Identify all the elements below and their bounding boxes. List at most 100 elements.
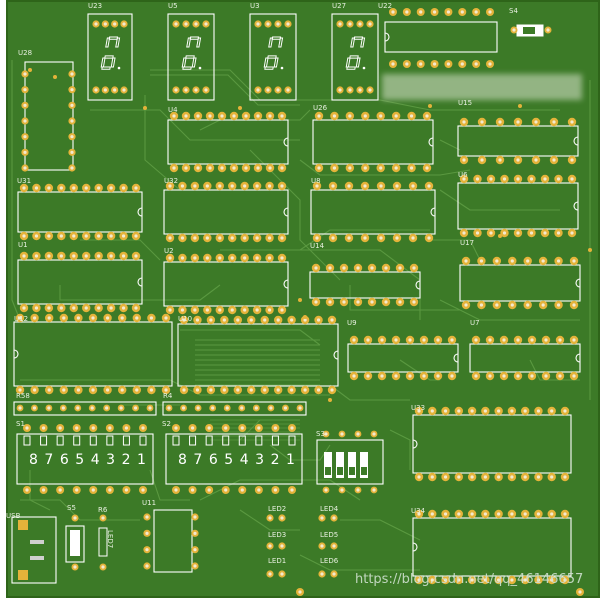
pad-hole <box>18 406 22 410</box>
dip-actuator <box>238 435 246 446</box>
pad-hole <box>209 388 213 392</box>
pad-hole <box>450 374 454 378</box>
pad-hole <box>366 374 370 378</box>
pad-hole <box>495 303 499 307</box>
pad-hole <box>497 409 501 413</box>
pad-hole <box>332 166 337 170</box>
pad-hole <box>394 338 398 342</box>
pad-hole <box>70 88 74 92</box>
pad-hole <box>370 266 374 270</box>
pad-hole <box>316 388 321 392</box>
pad-hole <box>47 254 51 258</box>
usb-pad <box>18 570 28 580</box>
display-segment <box>182 66 192 70</box>
dip-number: 4 <box>90 452 100 468</box>
pad-hole <box>552 158 556 162</box>
pad-hole <box>379 236 383 240</box>
pad-hole <box>256 88 260 92</box>
pad-hole <box>84 306 88 310</box>
pad-hole <box>119 406 123 410</box>
trace <box>150 69 560 111</box>
pad-hole <box>563 475 567 479</box>
pad-hole <box>280 308 284 312</box>
pad-hole <box>570 120 574 124</box>
pad-hole <box>280 184 284 188</box>
label-s1: S1 <box>16 420 25 428</box>
pad-hole <box>395 236 399 240</box>
pad-hole <box>409 114 414 118</box>
pad-hole <box>363 114 367 118</box>
label-u33: U33 <box>411 404 426 412</box>
pad-hole <box>474 62 478 66</box>
label-u3: U3 <box>250 2 260 10</box>
display-segment <box>100 57 106 68</box>
pad-hole <box>168 184 172 188</box>
pad-hole <box>23 119 27 123</box>
pad-hole <box>516 177 520 181</box>
label-u11: U11 <box>142 499 157 507</box>
pad-hole <box>534 120 538 124</box>
pad-hole <box>58 488 62 492</box>
label-u7: U7 <box>470 319 480 327</box>
usb-outline <box>11 516 57 584</box>
dip-number: 7 <box>44 452 54 468</box>
pad-hole <box>122 88 126 92</box>
trace <box>59 284 221 301</box>
ic-outline <box>347 343 459 373</box>
ic-outline <box>167 119 289 165</box>
dip-actuator <box>56 435 64 446</box>
pad-hole <box>516 374 520 378</box>
pad-hole <box>314 300 318 304</box>
pad-hole <box>391 62 395 66</box>
trace <box>80 239 161 261</box>
via <box>303 315 307 319</box>
pad-hole <box>184 22 188 26</box>
pad-hole <box>348 166 352 170</box>
pad-hole <box>536 578 541 582</box>
dip-number: 5 <box>75 452 85 468</box>
pin1-notch <box>137 207 143 217</box>
pad-hole <box>135 388 139 392</box>
pad-hole <box>72 306 76 310</box>
pad-hole <box>502 338 506 342</box>
trace <box>20 499 140 521</box>
pad-hole <box>570 231 574 235</box>
dip-actuator <box>73 435 81 446</box>
pad-hole <box>113 88 117 92</box>
dip-actuator <box>172 435 180 446</box>
pad-hole <box>268 114 272 118</box>
pad-hole <box>205 184 209 188</box>
pad-hole <box>23 72 27 76</box>
pad-hole <box>120 316 124 320</box>
pad-hole <box>430 512 434 516</box>
pad-hole <box>427 236 431 240</box>
pad-hole <box>498 120 502 124</box>
pad-hole <box>483 512 487 516</box>
pad-hole <box>122 22 126 26</box>
pad-hole <box>109 306 113 310</box>
pad-hole <box>330 388 334 392</box>
display-dot <box>198 66 202 70</box>
pad-hole <box>266 22 270 26</box>
pad-hole <box>276 388 280 392</box>
pad-hole <box>510 475 514 479</box>
usb-pin <box>30 556 44 560</box>
pad-hole <box>348 114 352 118</box>
pad-hole <box>474 10 478 14</box>
label-u17: U17 <box>460 239 475 247</box>
display-segment <box>345 57 351 68</box>
pad-hole <box>204 88 208 92</box>
pad-hole <box>303 388 307 392</box>
pad-hole <box>536 512 541 516</box>
ic-outline <box>412 414 572 474</box>
pad-hole <box>70 103 74 107</box>
ic-outline <box>412 517 572 577</box>
pad-hole <box>422 338 426 342</box>
pad-hole <box>408 338 412 342</box>
pad-hole <box>572 374 576 378</box>
pad-hole <box>208 166 212 170</box>
pad-hole <box>184 114 188 118</box>
pad-hole <box>34 306 39 310</box>
pad-hole <box>541 303 545 307</box>
resistor-outline <box>98 527 108 557</box>
